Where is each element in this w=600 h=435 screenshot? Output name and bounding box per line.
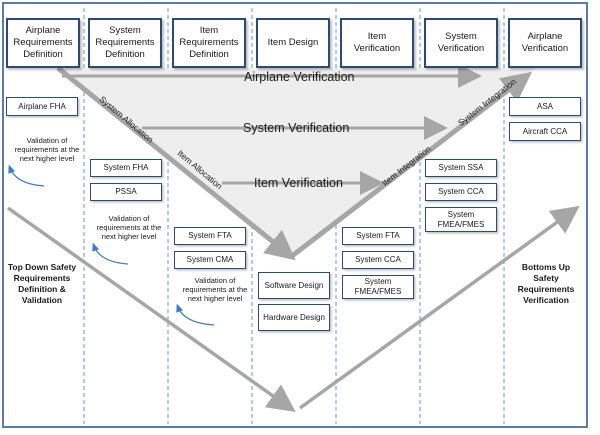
phase-system-verification: System Verification: [424, 18, 498, 68]
phase-system-requirements-definition: System Requirements Definition: [88, 18, 162, 68]
airplane-fha-box: Airplane FHA: [6, 97, 78, 116]
integration-diagonal: [290, 71, 532, 258]
decomposition-diagonal: [56, 66, 296, 261]
column-dividers: [83, 8, 505, 424]
system-verification-label: System Verification: [243, 121, 350, 135]
validation-note: Validation of requirements at the next h…: [14, 136, 80, 163]
bottom-up-arrow: [298, 205, 580, 410]
validation-curve-arrow: [176, 303, 215, 326]
phase-airplane-verification: Airplane Verification: [508, 18, 582, 68]
top-down-label: Top Down Safety Requirements Definition …: [7, 262, 77, 305]
bottom-up-label: Bottoms Up Safety Requirements Verificat…: [517, 262, 575, 305]
aircraft-cca-box: Aircraft CCA: [509, 122, 581, 141]
system-ssa-box: System SSA: [425, 159, 497, 177]
phase-item-design: Item Design: [256, 18, 330, 68]
phase-item-verification: Item Verification: [340, 18, 414, 68]
top-down-arrow: [6, 206, 296, 413]
validation-note: Validation of requirements at the next h…: [182, 276, 248, 303]
validation-curve-arrow: [92, 242, 129, 265]
item-fta-box: System FTA: [342, 227, 414, 245]
item-verification-label: Item Verification: [254, 176, 343, 190]
validation-curve-arrow: [8, 164, 45, 187]
phase-airplane-requirements-definition: Airplane Requirements Definition: [6, 18, 80, 68]
system-fta-box: System FTA: [174, 227, 246, 245]
system-cca-box: System CCA: [425, 183, 497, 201]
asa-box: ASA: [509, 97, 581, 116]
hardware-design-box: Hardware Design: [258, 304, 330, 331]
v-triangle: [58, 68, 536, 258]
validation-note: Validation of requirements at the next h…: [96, 214, 162, 241]
item-cca-box: System CCA: [342, 251, 414, 269]
system-cma-box: System CMA: [174, 251, 246, 269]
airplane-verification-label: Airplane Verification: [244, 70, 355, 84]
item-fmea-box: System FMEA/FMES: [342, 275, 414, 299]
phase-item-requirements-definition: Item Requirements Definition: [172, 18, 246, 68]
system-fmea-box: System FMEA/FMES: [425, 207, 497, 232]
software-design-box: Software Design: [258, 272, 330, 299]
pssa-box: PSSA: [90, 183, 162, 201]
system-fha-box: System FHA: [90, 159, 162, 177]
